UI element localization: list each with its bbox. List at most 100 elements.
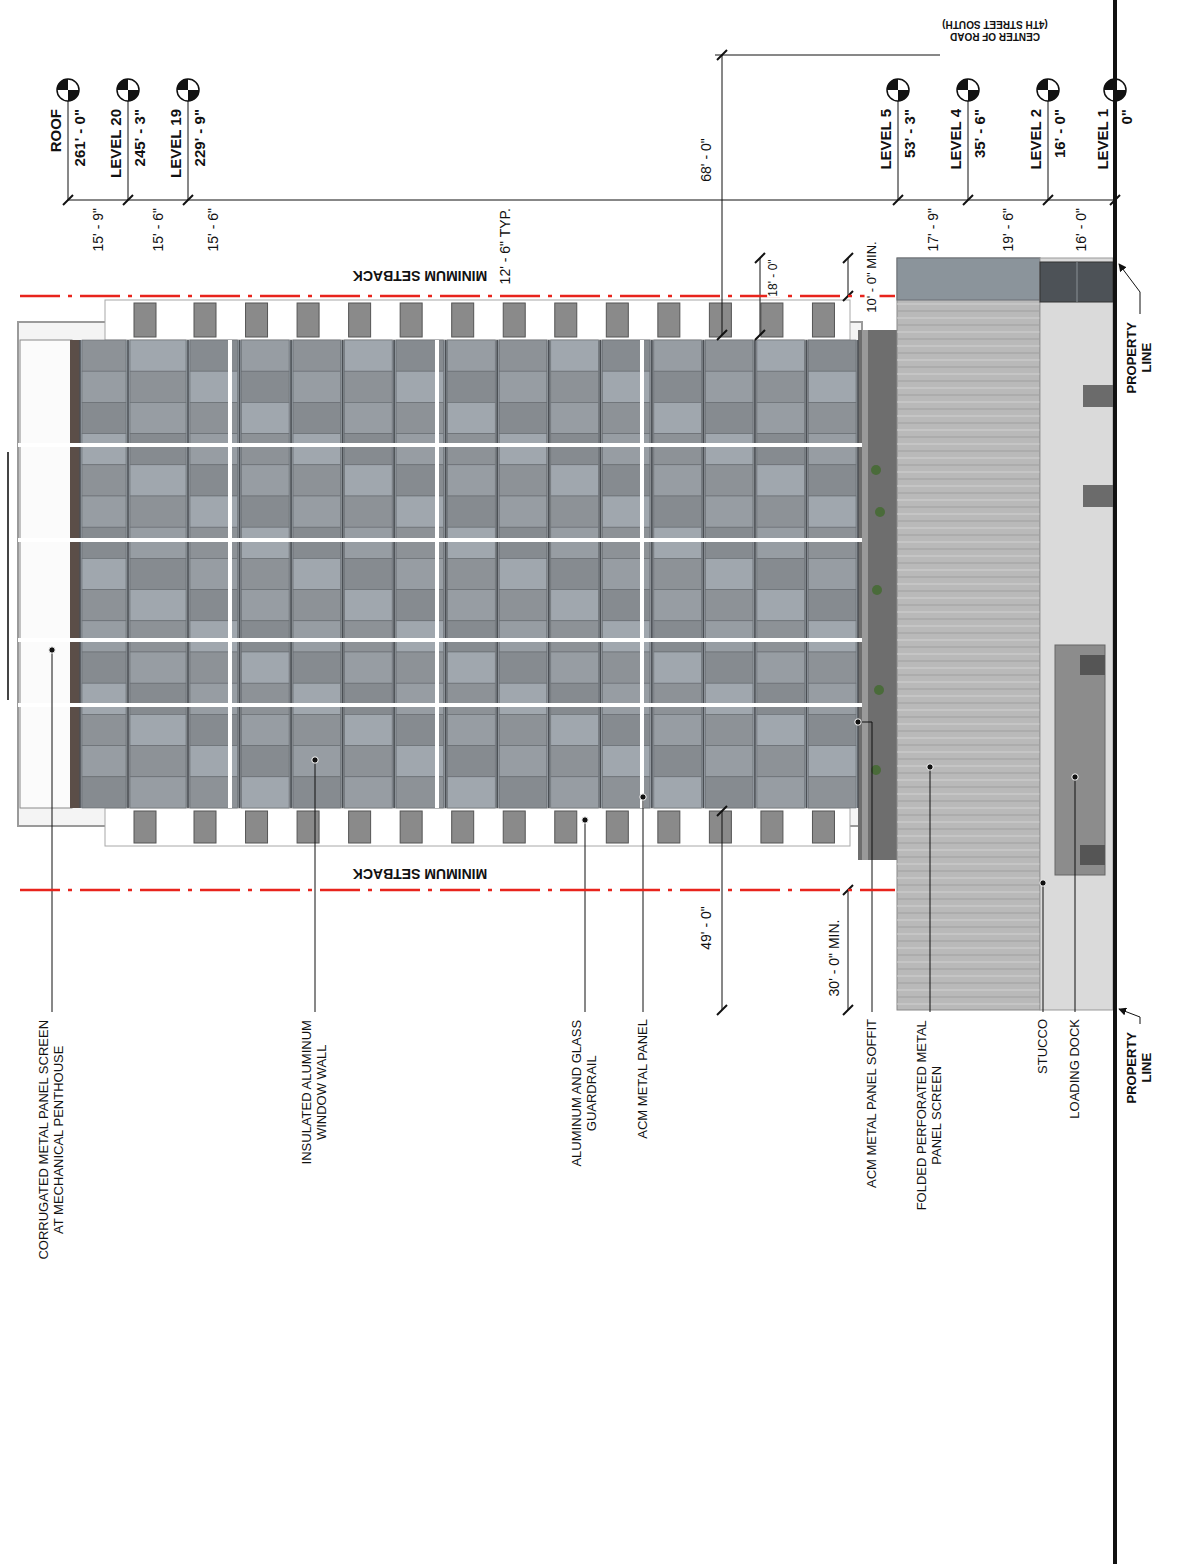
panel-fold: [897, 695, 1040, 696]
panel-fold: [897, 611, 1040, 612]
panel-fold: [897, 422, 1040, 423]
material-callout: STUCCO: [1036, 1018, 1051, 1075]
guardrail-panel: [555, 811, 577, 843]
panel-fold: [897, 793, 1040, 794]
panel-fold: [897, 877, 1040, 878]
window-panel: [654, 746, 702, 777]
panel-fold: [897, 772, 1040, 773]
window-panel: [551, 402, 599, 433]
window-panel: [242, 683, 290, 714]
dimension-tick: [843, 1005, 853, 1015]
frame-bar: [435, 340, 439, 808]
window-panel: [499, 527, 547, 558]
window-panel: [654, 371, 702, 402]
level-name: ROOF: [47, 108, 64, 153]
window-panel: [551, 434, 599, 465]
window-panel: [499, 777, 547, 808]
level-line: [898, 101, 899, 200]
window-panel: [345, 402, 393, 433]
window-panel: [82, 371, 126, 402]
floor-line: [393, 340, 395, 808]
window-panel: [293, 746, 341, 777]
leader-line: [1043, 883, 1044, 1012]
panel-fold: [897, 597, 1040, 598]
panel-fold: [897, 688, 1040, 689]
window-panel: [130, 621, 186, 652]
level-elevation: 245' - 3": [131, 108, 148, 167]
panel-fold: [897, 800, 1040, 801]
level-line: [188, 101, 189, 200]
panel-fold: [897, 408, 1040, 409]
dimension-tick: [755, 330, 765, 340]
level-line: [128, 101, 129, 200]
panel-fold: [897, 485, 1040, 486]
panel-fold: [897, 513, 1040, 514]
window-panel: [82, 746, 126, 777]
dimension-text: 19' - 6": [1000, 207, 1016, 252]
panel-fold: [897, 961, 1040, 962]
loading-dock: [1055, 645, 1105, 875]
level-elevation: 229' - 9": [191, 108, 208, 167]
window-panel: [82, 652, 126, 683]
dimension-tick: [963, 195, 973, 205]
window-panel: [757, 590, 805, 621]
frame-bar: [18, 443, 862, 447]
panel-fold: [897, 891, 1040, 892]
window-panel: [551, 558, 599, 589]
window-panel: [757, 714, 805, 745]
panel-fold: [897, 765, 1040, 766]
floor-line: [127, 340, 129, 808]
window-panel: [808, 714, 856, 745]
panel-fold: [897, 331, 1040, 332]
dimension-text: 49' - 0": [698, 905, 714, 950]
window-panel: [551, 621, 599, 652]
panel-fold: [897, 541, 1040, 542]
guardrail-strip: [105, 808, 850, 846]
window-panel: [82, 402, 126, 433]
window-panel: [808, 527, 856, 558]
window-panel: [705, 652, 753, 683]
window-panel: [808, 777, 856, 808]
dimension-text: 16' - 0": [1073, 207, 1089, 252]
window-panel: [130, 590, 186, 621]
window-panel: [130, 402, 186, 433]
window-panel: [654, 652, 702, 683]
frame-bar: [640, 340, 644, 808]
level-symbol-fill: [887, 79, 909, 101]
window-panel: [448, 777, 496, 808]
window-panel: [82, 777, 126, 808]
window-panel: [293, 496, 341, 527]
window-panel: [654, 340, 702, 371]
window-panel: [242, 527, 290, 558]
leader-dot: [1072, 774, 1078, 780]
window-panel: [705, 558, 753, 589]
dimension-text: 15' - 6": [150, 207, 166, 252]
door: [1083, 485, 1113, 507]
panel-fold: [897, 380, 1040, 381]
window-panel: [551, 496, 599, 527]
podium-screen: [897, 258, 1040, 1010]
window-panel: [499, 683, 547, 714]
window-wall: [80, 340, 858, 808]
window-panel: [757, 402, 805, 433]
leader-line: [52, 650, 53, 1012]
panel-fold: [897, 625, 1040, 626]
window-panel: [293, 434, 341, 465]
window-panel: [345, 340, 393, 371]
guardrail-panel: [400, 303, 422, 337]
panel-fold: [897, 947, 1040, 948]
window-panel: [808, 558, 856, 589]
window-panel: [130, 496, 186, 527]
roof-band: [70, 340, 80, 808]
panel-fold: [897, 716, 1040, 717]
property-line-leader: [1119, 1009, 1140, 1024]
material-callout: INSULATED ALUMINUM WINDOW WALL: [300, 1018, 330, 1167]
level-symbol: [57, 79, 79, 101]
leader-line: [930, 767, 931, 1012]
panel-fold: [897, 492, 1040, 493]
floor-line: [187, 340, 189, 808]
window-panel: [654, 527, 702, 558]
window-panel: [654, 590, 702, 621]
window-panel: [551, 652, 599, 683]
panel-fold: [897, 940, 1040, 941]
